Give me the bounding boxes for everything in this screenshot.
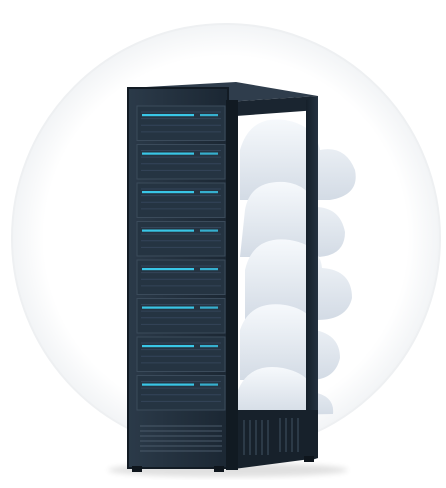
server-unit [136,259,226,295]
server-unit [136,144,226,180]
led-indicator-small [200,383,218,386]
server-unit [136,336,226,372]
server-unit [136,182,226,218]
server-unit [136,298,226,334]
rack-foot-left [132,466,142,472]
led-indicator [142,114,194,117]
rack-side-base [226,410,318,470]
server-unit [136,375,226,411]
rack-foot-back [304,456,314,462]
led-indicator-small [200,191,218,194]
side-vent [243,418,299,455]
front-vent [140,425,222,452]
led-indicator-small [200,345,218,348]
led-indicator-small [200,114,218,117]
led-indicator [142,229,194,232]
led-indicator [142,268,194,271]
server-unit [136,105,226,141]
rack-front-edge [226,100,238,470]
led-indicator [142,345,194,348]
led-indicator-small [200,229,218,232]
rack-side-top-rail [226,96,318,116]
server-units [136,105,226,411]
rack-side-back-post [306,96,318,462]
led-indicator [142,383,194,386]
led-indicator [142,152,194,155]
led-indicator-small [200,306,218,309]
led-indicator [142,191,194,194]
led-indicator-small [200,268,218,271]
server-unit [136,221,226,257]
led-indicator [142,306,194,309]
rack-foot-right [214,466,224,472]
led-indicator-small [200,152,218,155]
